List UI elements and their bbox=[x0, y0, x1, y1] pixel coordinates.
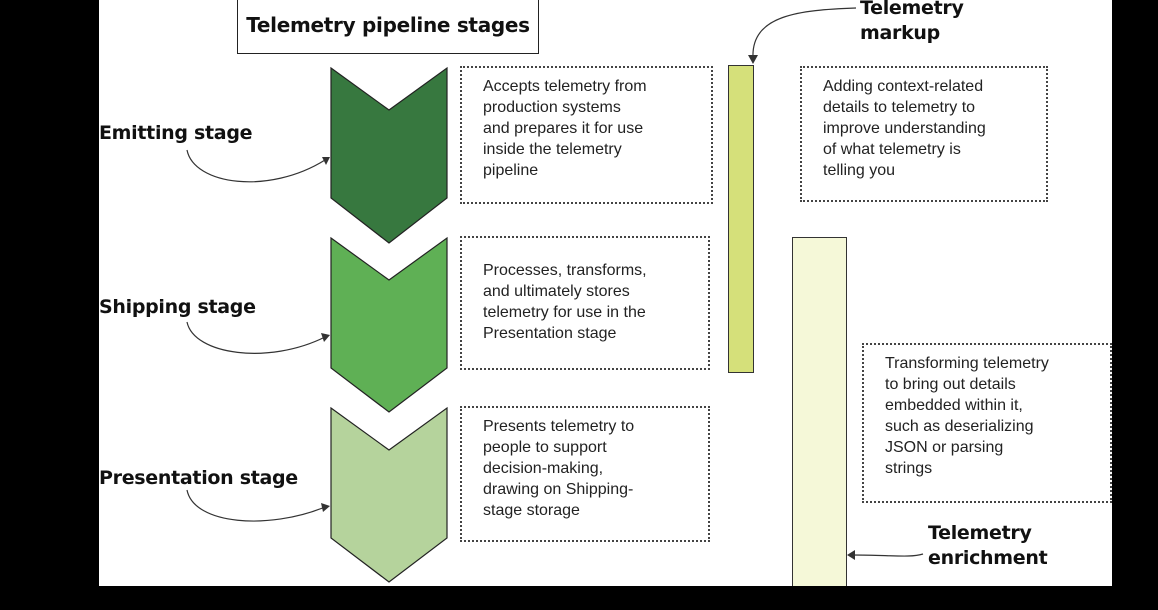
telemetry-markup-bar bbox=[728, 65, 754, 373]
shipping-arrow bbox=[186, 321, 326, 354]
shipping-stage-chevron bbox=[330, 236, 448, 413]
emitting-arrow bbox=[186, 149, 326, 183]
telemetry-markup-description: Adding context-related details to teleme… bbox=[800, 66, 1048, 202]
emitting-stage-chevron bbox=[330, 66, 448, 244]
stage-chevrons bbox=[186, 7, 924, 583]
emitting-stage-label: Emitting stage bbox=[99, 122, 253, 144]
shipping-stage-description: Processes, transforms, and ultimately st… bbox=[460, 236, 710, 370]
shipping-stage-label: Shipping stage bbox=[99, 296, 256, 318]
telemetry-enrichment-bar bbox=[792, 237, 847, 586]
presentation-stage-chevron bbox=[330, 406, 448, 583]
markup-arrow bbox=[752, 7, 857, 59]
presentation-stage-label: Presentation stage bbox=[99, 467, 298, 489]
telemetry-enrichment-label: Telemetry enrichment bbox=[928, 522, 1048, 569]
emitting-stage-description: Accepts telemetry from production system… bbox=[460, 66, 713, 204]
presentation-arrow bbox=[186, 489, 326, 522]
diagram-title: Telemetry pipeline stages bbox=[237, 0, 539, 54]
presentation-stage-description: Presents telemetry to people to support … bbox=[460, 406, 710, 542]
diagram-canvas: Telemetry pipeline stages Emitting stage… bbox=[99, 0, 1112, 586]
enrichment-arrow bbox=[852, 553, 924, 557]
telemetry-markup-label: Telemetry markup bbox=[860, 0, 964, 44]
telemetry-enrichment-description: Transforming telemetry to bring out deta… bbox=[862, 343, 1112, 503]
